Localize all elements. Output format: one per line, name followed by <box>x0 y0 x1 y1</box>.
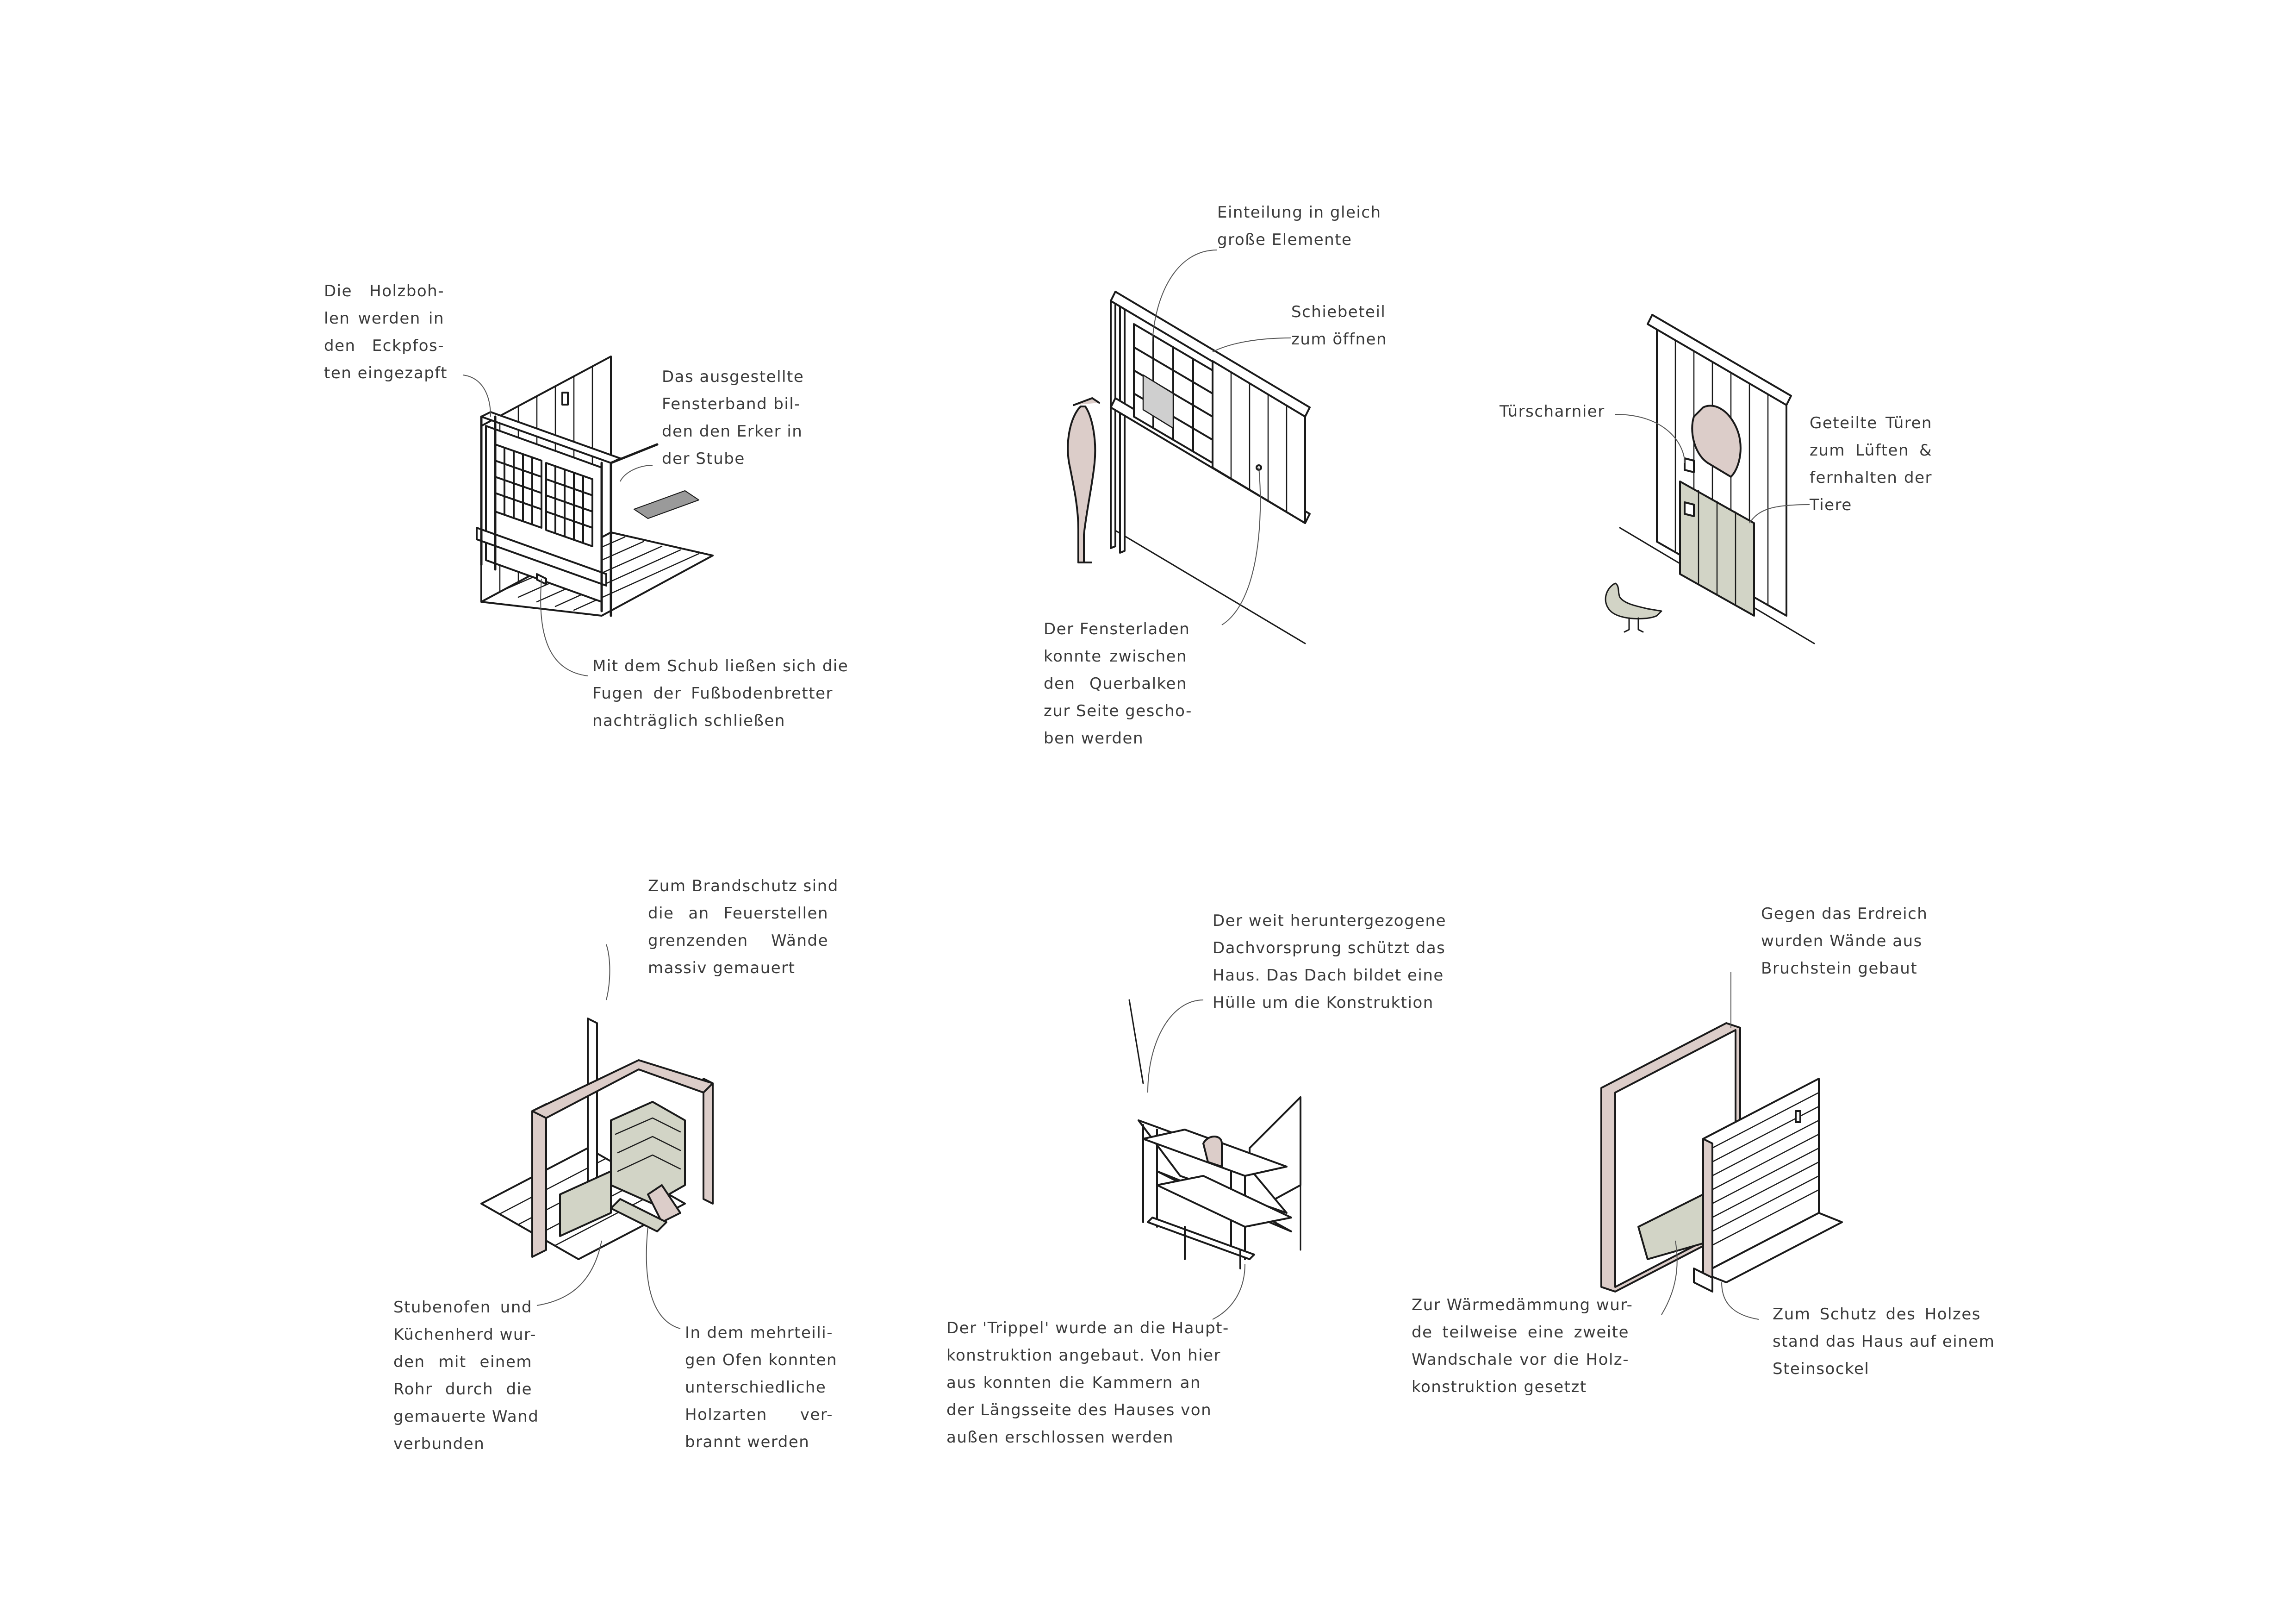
leader-lines <box>462 250 1810 1329</box>
note-line: Haus. Das Dach bildet eine <box>1213 966 1444 985</box>
note-line: Fugen der Fußbodenbretter <box>592 684 833 703</box>
stube-corner-diagram <box>476 356 714 617</box>
note-brandschutz: Zum Brandschutz sind die an Feuerstellen… <box>648 873 839 982</box>
note-line: massiv gemauert <box>648 959 796 977</box>
note-holzbohlen: Die Holzboh- len werden in den Eckpfos- … <box>324 278 448 387</box>
note-line: den Querbalken <box>1044 675 1187 693</box>
note-line: außen erschlossen werden <box>946 1428 1174 1447</box>
note-sockel: Zum Schutz des Holzes stand das Haus auf… <box>1773 1301 1995 1383</box>
note-line: große Elemente <box>1217 231 1352 249</box>
note-line: len werden in <box>324 309 444 328</box>
note-ofen: In dem mehrteili- gen Ofen konnten unter… <box>685 1319 838 1456</box>
note-line: wurden Wände aus <box>1761 932 1923 950</box>
note-line: zum öffnen <box>1291 330 1388 349</box>
note-line: Schiebeteil <box>1291 303 1386 321</box>
note-line: zum Lüften & <box>1810 441 1932 460</box>
note-line: Der 'Trippel' wurde an die Haupt- <box>946 1319 1229 1337</box>
note-waermedaemmung: Zur Wärmedämmung wur- de teilweise eine … <box>1412 1292 1633 1401</box>
note-line: Zum Brandschutz sind <box>648 877 839 895</box>
note-line: Geteilte Türen <box>1810 414 1932 432</box>
note-line: der Stube <box>662 450 745 468</box>
note-line: den den Erker in <box>662 422 803 441</box>
note-erdreich: Gegen das Erdreich wurden Wände aus Bruc… <box>1761 900 1928 982</box>
note-line: Zur Wärmedämmung wur- <box>1412 1296 1633 1314</box>
note-line: Mit dem Schub ließen sich die <box>592 657 849 675</box>
note-dachvorsprung: Der weit heruntergezogene Dachvorsprung … <box>1213 907 1446 1017</box>
note-line: den mit einem <box>393 1353 532 1371</box>
note-line: unterschiedliche <box>685 1378 827 1397</box>
note-line: Hülle um die Konstruktion <box>1213 993 1434 1012</box>
note-line: grenzenden Wände <box>648 931 828 950</box>
note-line: Türscharnier <box>1500 402 1605 421</box>
ofen-diagram <box>480 1018 714 1260</box>
note-line: Tiere <box>1810 496 1852 514</box>
note-stubenofen: Stubenofen und Küchenherd wur- den mit e… <box>393 1294 539 1458</box>
note-line: Stubenofen und <box>393 1298 532 1317</box>
note-schub: Mit dem Schub ließen sich die Fugen der … <box>592 653 849 735</box>
note-line: den Eckpfos- <box>324 337 444 355</box>
note-line: konstruktion gesetzt <box>1412 1378 1587 1396</box>
note-tuerscharnier: Türscharnier <box>1500 398 1605 425</box>
note-line: konstruktion angebaut. Von hier <box>946 1346 1221 1365</box>
note-line: ben werden <box>1044 729 1144 748</box>
note-line: Der weit heruntergezogene <box>1213 912 1446 930</box>
note-line: Küchenherd wur- <box>393 1325 537 1344</box>
note-line: konnte zwischen <box>1044 647 1187 666</box>
note-line: brannt werden <box>685 1433 810 1451</box>
note-line: zur Seite gescho- <box>1044 702 1192 720</box>
tuerscharnier-diagram <box>1605 314 1815 644</box>
note-line: Fensterband bil- <box>662 395 801 413</box>
note-line: stand das Haus auf einem <box>1773 1332 1995 1351</box>
note-line: In dem mehrteili- <box>685 1324 833 1342</box>
trippel-diagram <box>1128 999 1301 1269</box>
note-line: Holzarten ver- <box>685 1405 833 1424</box>
note-line: Steinsockel <box>1773 1360 1870 1378</box>
note-line: Die Holzboh- <box>324 282 444 300</box>
note-fensterladen: Der Fensterladen konnte zwischen den Que… <box>1044 616 1192 752</box>
note-line: die an Feuerstellen <box>648 904 828 923</box>
note-line: verbunden <box>393 1435 485 1453</box>
note-line: Das ausgestellte <box>662 368 804 386</box>
note-line: Rohr durch die <box>393 1380 532 1399</box>
note-line: gen Ofen konnten <box>685 1351 838 1369</box>
note-line: Gegen das Erdreich <box>1761 905 1928 923</box>
note-einteilung: Einteilung in gleich große Elemente <box>1217 199 1381 254</box>
note-trippel: Der 'Trippel' wurde an die Haupt- konstr… <box>946 1315 1229 1451</box>
note-schiebeteil: Schiebeteil zum öffnen <box>1291 299 1387 353</box>
note-line: Dachvorsprung schützt das <box>1213 939 1446 957</box>
note-tueren: Geteilte Türen zum Lüften & fernhalten d… <box>1810 410 1932 519</box>
note-line: ten eingezapft <box>324 364 448 382</box>
note-line: Einteilung in gleich <box>1217 203 1381 222</box>
note-fensterband: Das ausgestellte Fensterband bil- den de… <box>662 363 804 473</box>
note-line: Bruchstein gebaut <box>1761 959 1918 978</box>
fensterladen-diagram <box>1067 291 1311 644</box>
note-line: nachträglich schließen <box>592 712 785 730</box>
note-line: de teilweise eine zweite <box>1412 1323 1629 1342</box>
note-line: fernhalten der <box>1810 468 1932 487</box>
note-line: aus konnten die Kammern an <box>946 1374 1201 1392</box>
note-line: Wandschale vor die Holz- <box>1412 1350 1629 1369</box>
note-line: gemauerte Wand <box>393 1407 539 1426</box>
note-line: Der Fensterladen <box>1044 620 1190 638</box>
note-line: Zum Schutz des Holzes <box>1773 1305 1981 1324</box>
note-line: der Längsseite des Hauses von <box>946 1401 1212 1419</box>
steinsockel-diagram <box>1600 1022 1843 1293</box>
